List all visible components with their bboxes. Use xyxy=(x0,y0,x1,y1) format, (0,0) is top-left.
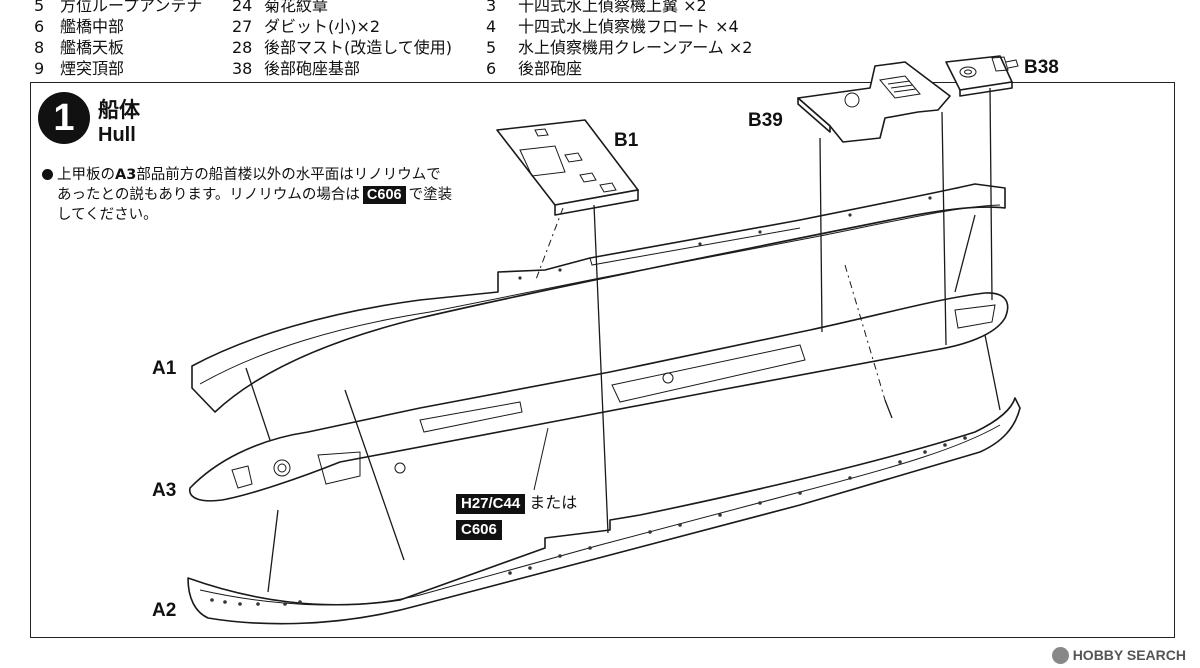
bullet-icon xyxy=(42,169,53,180)
label-a3: A3 xyxy=(152,480,177,501)
paint-callout-line-2: C606 xyxy=(456,518,506,540)
step-title-en: Hull xyxy=(98,124,136,146)
part-a3-main-deck xyxy=(189,292,1009,502)
step-title-jp: 船体 xyxy=(98,98,140,122)
step-frame xyxy=(30,82,1175,638)
watermark: HOBBY SEARCH xyxy=(1051,644,1186,666)
label-b1: B1 xyxy=(614,130,639,151)
part-a1-hull-upper xyxy=(191,183,1006,413)
label-b39: B39 xyxy=(748,110,783,131)
part-b38-gun-base xyxy=(945,55,1019,97)
note-line-1: 上甲板のA3部品前方の船首楼以外の水平面はリノリウムで xyxy=(42,165,482,185)
part-b39-aft-deck xyxy=(797,61,951,143)
label-b38: B38 xyxy=(1024,57,1059,78)
paint-code-2: C606 xyxy=(456,520,502,540)
step-number-badge: 1 xyxy=(38,92,90,144)
assembly-arrows xyxy=(245,87,1001,593)
instruction-note: 上甲板のA3部品前方の船首楼以外の水平面はリノリウムで あったとの説もあります。… xyxy=(42,165,482,225)
note-color-code: C606 xyxy=(362,186,406,204)
part-b1-bridge-deck xyxy=(496,119,639,216)
note-line-3: してください。 xyxy=(57,207,158,223)
label-a2: A2 xyxy=(152,600,177,621)
part-a2-lower-hull xyxy=(187,397,1021,625)
note-part-ref: A3 xyxy=(115,167,137,183)
paint-code-1: H27/C44 xyxy=(456,494,526,514)
paint-connector: または xyxy=(529,493,578,512)
label-a1: A1 xyxy=(152,358,177,379)
porthole-dots xyxy=(210,196,967,606)
hobby-search-logo-icon xyxy=(1051,646,1069,664)
